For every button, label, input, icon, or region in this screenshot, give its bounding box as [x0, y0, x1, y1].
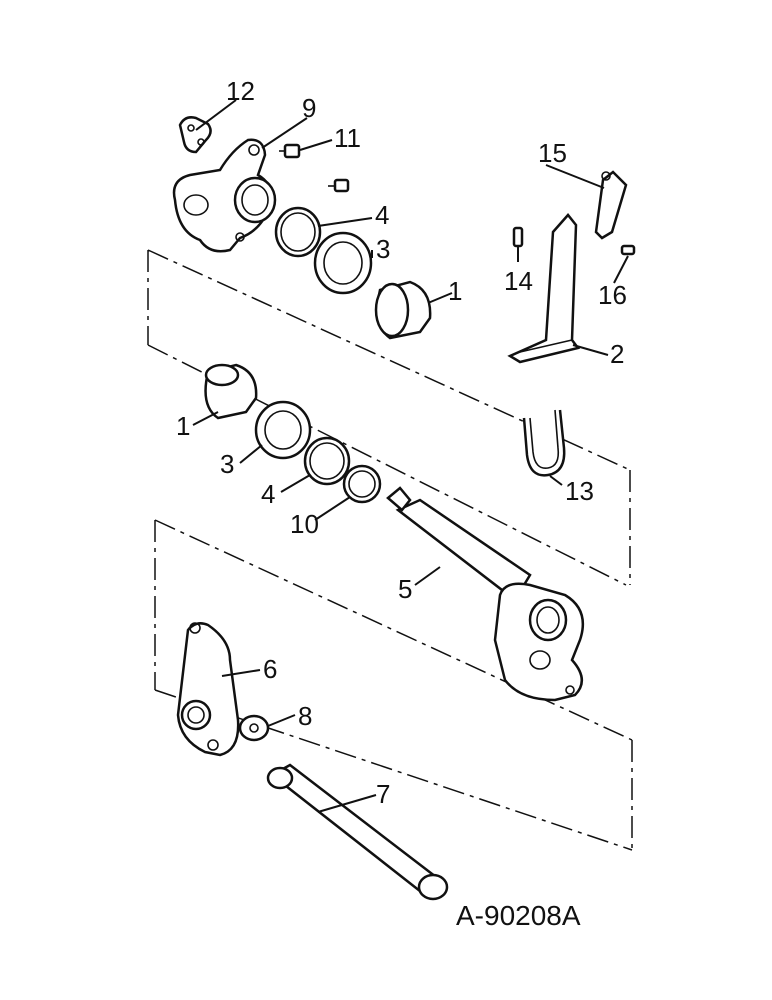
- callout-4-upper: 4: [375, 200, 389, 230]
- callout-3-lower: 3: [220, 449, 234, 479]
- callout-6: 6: [263, 654, 277, 684]
- callout-3-upper: 3: [376, 234, 390, 264]
- part-7-rod: [266, 763, 449, 901]
- callout-labels: 12 9 11 4 3 1 15 14 16 2 1 3 4 10 13 5 6…: [176, 76, 627, 809]
- callout-10: 10: [290, 509, 319, 539]
- callout-4-lower: 4: [261, 479, 275, 509]
- part-1-bushing-upper: [374, 280, 432, 340]
- callout-11: 11: [334, 123, 361, 153]
- part-4-ring-lower: [303, 436, 351, 486]
- part-15-lever: [594, 170, 628, 240]
- part-16-screw: [620, 244, 636, 256]
- callout-9: 9: [302, 93, 316, 123]
- callout-7: 7: [376, 779, 390, 809]
- part-1-bushing-lower: [204, 363, 258, 420]
- callout-2: 2: [610, 339, 624, 369]
- part-13-u-bolt: [522, 409, 566, 477]
- callout-1-lower: 1: [176, 411, 190, 441]
- callout-16: 16: [598, 280, 627, 310]
- callout-12: 12: [226, 76, 255, 106]
- callout-1-upper: 1: [448, 276, 462, 306]
- part-6-arm: [176, 622, 240, 757]
- callout-14: 14: [504, 266, 533, 296]
- figure-code: A-90208A: [456, 900, 581, 931]
- leader-lines: [192, 99, 629, 813]
- part-4-ring-upper: [274, 206, 322, 258]
- part-10-ring: [342, 464, 382, 504]
- callout-15: 15: [538, 138, 567, 168]
- lower-group-outline: [154, 519, 633, 851]
- part-3-seal-lower: [254, 400, 312, 460]
- callout-5: 5: [398, 574, 412, 604]
- part-8-washer: [238, 714, 270, 742]
- upper-group-outline: [147, 249, 631, 586]
- callout-8: 8: [298, 701, 312, 731]
- part-2-bracket: [507, 213, 581, 364]
- callout-13: 13: [565, 476, 594, 506]
- part-11-bolts: [279, 143, 350, 193]
- part-9-arm-housing: [172, 138, 277, 253]
- part-3-seal-upper: [313, 231, 373, 295]
- part-14-pin: [512, 226, 524, 248]
- part-5-shaft: [386, 486, 585, 702]
